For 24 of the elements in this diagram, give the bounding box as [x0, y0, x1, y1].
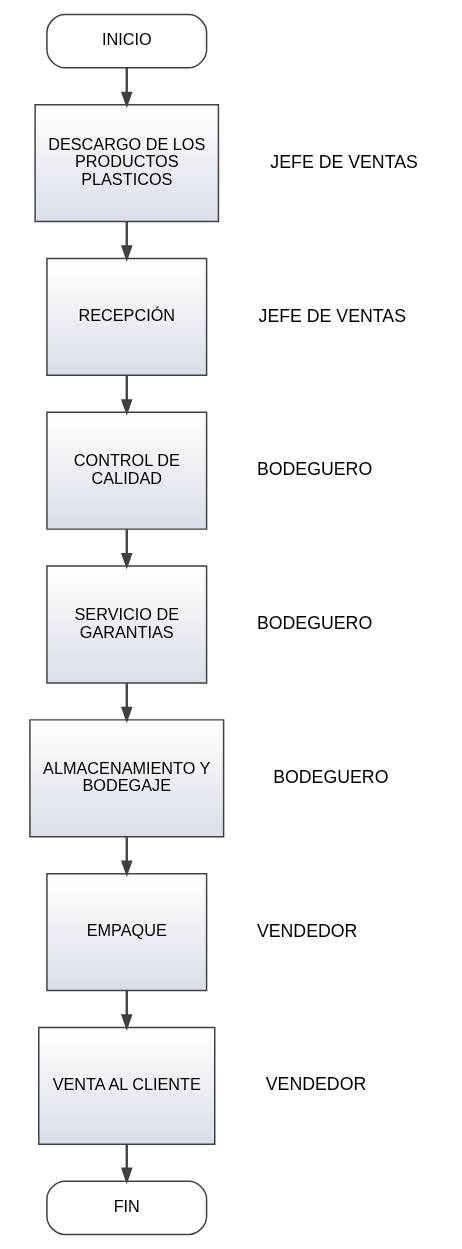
node-label: VENDEDOR [265, 1074, 367, 1095]
arrow [120, 221, 133, 262]
node-box: EMPAQUE [46, 872, 208, 992]
node-label: BODEGUERO [256, 613, 373, 634]
node-label: VENDEDOR [256, 920, 358, 941]
node-label: JEFE DE VENTAS [270, 151, 418, 172]
node-box: DESCARGO DE LOS PRODUCTOS PLASTICOS [34, 104, 220, 223]
node-box: INICIO [46, 13, 208, 69]
node-box: CONTROL DE CALIDAD [46, 411, 208, 530]
arrow [120, 529, 133, 570]
arrow [120, 67, 133, 109]
arrow [120, 836, 133, 878]
node-label: BODEGUERO [273, 766, 389, 787]
node-box: FIN [46, 1180, 208, 1236]
node-box: ALMACENAMIENTO Y BODEGAJE [29, 719, 225, 838]
node-label: BODEGUERO [256, 459, 373, 480]
arrow [120, 683, 133, 724]
node-box: SERVICIO DE GARANTIAS [46, 565, 208, 684]
node-box: VENTA AL CLIENTE [38, 1026, 216, 1145]
arrow [120, 375, 133, 416]
arrow [120, 990, 133, 1031]
node-box: RECEPCIÓN [46, 257, 208, 377]
arrow [120, 1144, 133, 1185]
node-label: JEFE DE VENTAS [258, 305, 407, 326]
